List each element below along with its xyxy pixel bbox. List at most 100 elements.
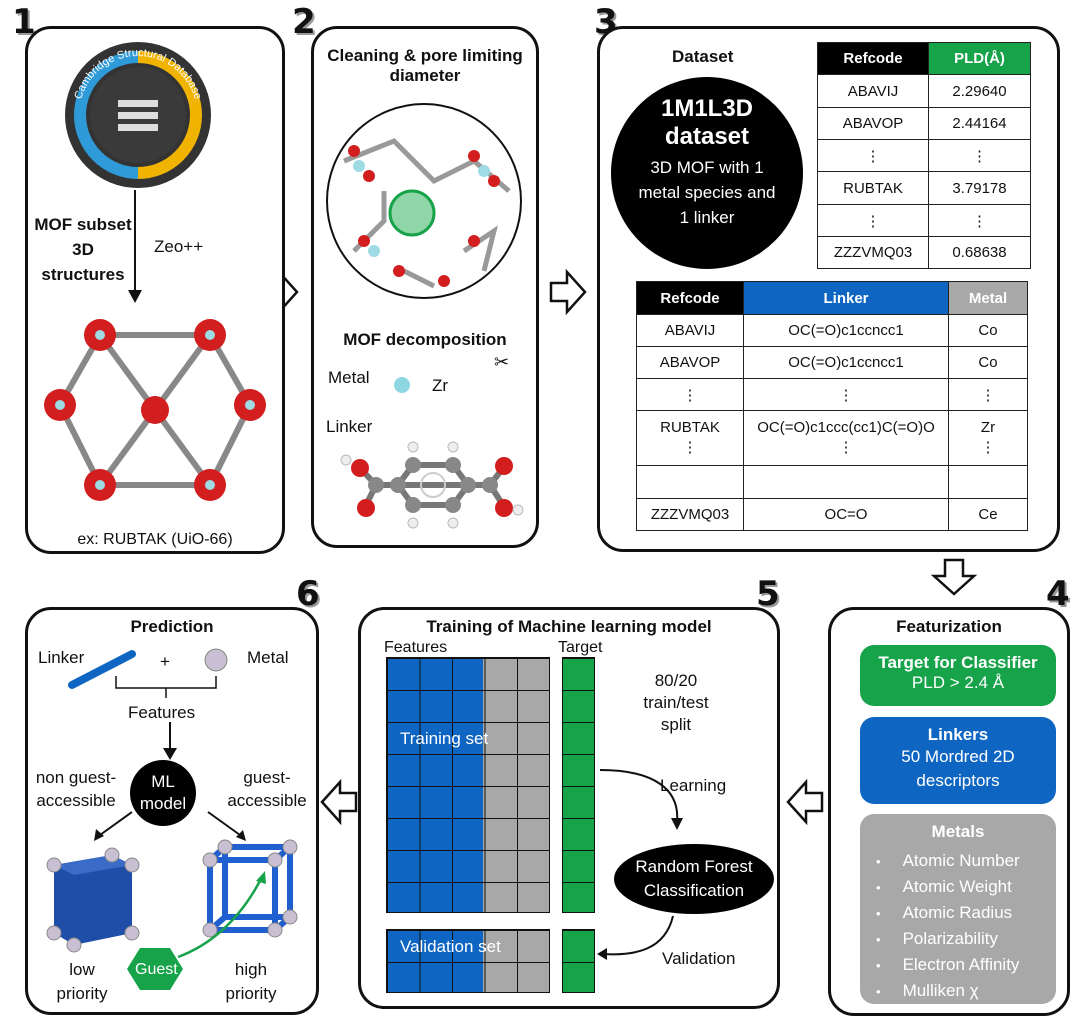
pld-cell: ⋮ bbox=[928, 204, 1031, 237]
dataset-circle-subtitle: 3D MOF with 1 metal species and 1 linker bbox=[638, 158, 776, 227]
csd-logo: Cambridge Structural Database bbox=[65, 42, 211, 188]
training-feature-grid bbox=[386, 657, 550, 913]
linker-cell bbox=[743, 465, 949, 499]
example-caption: ex: RUBTAK (UiO-66) bbox=[77, 531, 233, 548]
metal-zr-label: Zr bbox=[432, 376, 449, 395]
metals-box: Metals Atomic Number Atomic Weight Atomi… bbox=[860, 814, 1056, 1004]
validation-set-label: Validation set bbox=[400, 937, 501, 956]
prediction-title: Prediction bbox=[130, 617, 214, 636]
guest-hex-label: Guest bbox=[135, 961, 178, 978]
low-priority-label: low priority bbox=[56, 960, 108, 1003]
validation-target-column bbox=[562, 929, 595, 993]
linker-cell: ⋮ bbox=[743, 378, 949, 411]
linker-header-linker: Linker bbox=[743, 281, 949, 315]
pld-cell: ABAVOP bbox=[817, 107, 929, 140]
metals-list-item: Mulliken χ bbox=[876, 978, 1056, 1004]
linker-cell: Ce bbox=[948, 498, 1028, 531]
arrow-5-to-6 bbox=[320, 778, 358, 826]
linkers-description: 50 Mordred 2D descriptors bbox=[901, 747, 1015, 790]
zr-atom-image bbox=[394, 377, 410, 393]
down-arrow-6 bbox=[163, 722, 177, 760]
linkers-heading: Linkers bbox=[927, 725, 989, 744]
pld-cell: ⋮ bbox=[817, 204, 929, 237]
metal-label: Metal bbox=[328, 368, 370, 387]
arrow-2-to-3 bbox=[549, 268, 587, 316]
linker-cell: ABAVOP bbox=[636, 346, 744, 379]
pld-cell: ⋮ bbox=[817, 139, 929, 172]
zeo-label: Zeo++ bbox=[154, 237, 204, 256]
target-column-label: Target bbox=[558, 639, 603, 656]
solid-cube-icon bbox=[54, 855, 132, 945]
metals-list-item: Atomic Weight bbox=[876, 874, 1056, 900]
panel-number-1: 1 bbox=[12, 2, 36, 42]
arrow-4-to-5 bbox=[786, 778, 824, 826]
pld-cell: 2.44164 bbox=[928, 107, 1031, 140]
features-column-label: Features bbox=[384, 639, 448, 656]
linker-label: Linker bbox=[326, 417, 373, 436]
linker-cell bbox=[948, 465, 1028, 499]
dataset-circle-title: 1M1L3D dataset bbox=[660, 95, 754, 150]
pld-cell: ⋮ bbox=[928, 139, 1031, 172]
metals-list-item: Atomic Radius bbox=[876, 900, 1056, 926]
metals-list-item: Electron Affinity bbox=[876, 952, 1056, 978]
plus-sign: + bbox=[160, 652, 170, 671]
scissors-icon: ✂ bbox=[494, 352, 510, 372]
pld-header-pld: PLD(Å) bbox=[928, 42, 1031, 75]
linker-rod-icon bbox=[68, 650, 136, 689]
linker-metal-icons bbox=[68, 648, 228, 698]
validation-feature-grid bbox=[386, 929, 550, 993]
random-forest-ellipse: Random Forest Classification bbox=[614, 844, 774, 914]
target-classifier-box: Target for Classifier PLD > 2.4 Å bbox=[860, 645, 1056, 706]
linker-cell: Co bbox=[948, 314, 1028, 347]
linker-cell: OC(=O)c1ccncc1 bbox=[743, 346, 949, 379]
learning-validation-arrows bbox=[597, 769, 683, 960]
metal-sphere-icon bbox=[204, 648, 228, 672]
featurization-title: Featurization bbox=[896, 617, 1002, 636]
panel-number-4: 4 bbox=[1046, 574, 1070, 614]
pld-cell: 0.68638 bbox=[928, 236, 1031, 269]
training-set-label: Training set bbox=[400, 729, 489, 748]
pld-cell: ZZZVMQ03 bbox=[817, 236, 929, 269]
linker-cell: ZZZVMQ03 bbox=[636, 498, 744, 531]
linker-cell: ⋮ bbox=[948, 378, 1028, 411]
linker-cell: OC(=O)c1ccncc1 bbox=[743, 314, 949, 347]
target-classifier-heading: Target for Classifier bbox=[878, 653, 1038, 672]
panel-number-5: 5 bbox=[756, 574, 780, 614]
metals-heading: Metals bbox=[931, 822, 985, 841]
validation-label: Validation bbox=[662, 949, 736, 968]
linker-cell bbox=[636, 465, 744, 499]
guest-hexagon-icon bbox=[127, 948, 183, 990]
prediction-features-label: Features bbox=[128, 703, 196, 722]
rubtak-structure-image bbox=[44, 319, 266, 501]
linker-header-metal: Metal bbox=[948, 281, 1028, 315]
linkers-box: Linkers 50 Mordred 2D descriptors bbox=[860, 717, 1056, 804]
pld-header-refcode: Refcode bbox=[817, 42, 929, 75]
linker-cell: RUBTAK ⋮ bbox=[636, 410, 744, 466]
arrow-3-to-4 bbox=[930, 558, 978, 596]
pore-diameter-image bbox=[326, 103, 522, 299]
learning-label: Learning bbox=[660, 776, 727, 795]
target-classifier-value: PLD > 2.4 Å bbox=[911, 673, 1005, 692]
linker-molecule-image bbox=[340, 441, 524, 529]
cleaning-title: Cleaning & pore limiting diameter bbox=[327, 46, 523, 86]
priority-cubes-image bbox=[46, 811, 298, 990]
prediction-linker-label: Linker bbox=[38, 648, 85, 667]
linker-cell: ABAVIJ bbox=[636, 314, 744, 347]
split-label: 80/20 train/test split bbox=[643, 671, 709, 734]
prediction-metal-label: Metal bbox=[247, 648, 289, 667]
down-arrow-1 bbox=[128, 190, 142, 303]
pld-cell: RUBTAK bbox=[817, 171, 929, 205]
ml-model-circle: ML model bbox=[130, 760, 196, 826]
dataset-circle: 1M1L3D dataset 3D MOF with 1 metal speci… bbox=[611, 77, 803, 269]
training-target-column bbox=[562, 657, 595, 913]
non-guest-accessible-label: non guest-accessible bbox=[35, 768, 117, 810]
mof-decomposition-title: MOF decomposition bbox=[343, 330, 507, 349]
linker-cell: Zr ⋮ bbox=[948, 410, 1028, 466]
linker-cell: OC=O bbox=[743, 498, 949, 531]
metals-list-item: Polarizability bbox=[876, 926, 1056, 952]
linker-cell: Co bbox=[948, 346, 1028, 379]
linker-cell: ⋮ bbox=[636, 378, 744, 411]
dataset-title: Dataset bbox=[672, 47, 734, 66]
